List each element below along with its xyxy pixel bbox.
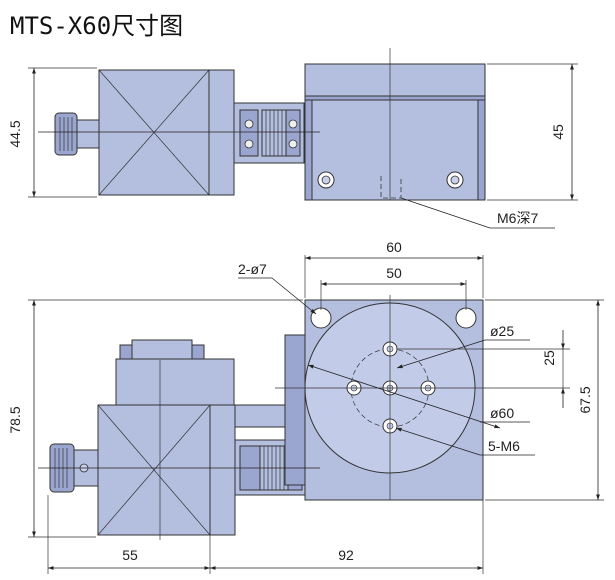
- top-view: 60 50 2-ø7 ø25 25 ø60 5-M6 78.5: [7, 239, 604, 574]
- side-coupling: [233, 102, 305, 164]
- top-offset-label: 25: [541, 350, 557, 366]
- top-hole-spacing-label: 50: [386, 265, 402, 281]
- top-connector: [115, 339, 235, 406]
- side-stage-body: [304, 63, 486, 201]
- top-bottom-left-label: 55: [122, 547, 138, 563]
- side-height-right-label: 45: [550, 124, 566, 140]
- top-height-right-label: 67.5: [577, 386, 593, 413]
- top-threaded-holes-label: 5-M6: [488, 438, 520, 454]
- top-pcd-label: ø60: [490, 405, 514, 421]
- top-stage-plate: [284, 299, 484, 501]
- side-motor-knob: [54, 112, 100, 156]
- side-thread-callout: M6深7: [497, 210, 538, 226]
- side-height-left-label: 44.5: [7, 120, 23, 147]
- top-width-label: 60: [386, 239, 402, 255]
- side-motor-body: [98, 69, 235, 196]
- top-bottom-right-label: 92: [338, 547, 354, 563]
- top-bore-label: ø25: [490, 323, 514, 339]
- top-motor-body: [97, 404, 236, 536]
- diagram-title: MTS-X60尺寸图: [10, 12, 184, 40]
- top-corner-holes-label: 2-ø7: [238, 261, 267, 277]
- top-height-left-label: 78.5: [7, 406, 23, 433]
- side-view: 44.5 45 M6深7: [7, 48, 578, 229]
